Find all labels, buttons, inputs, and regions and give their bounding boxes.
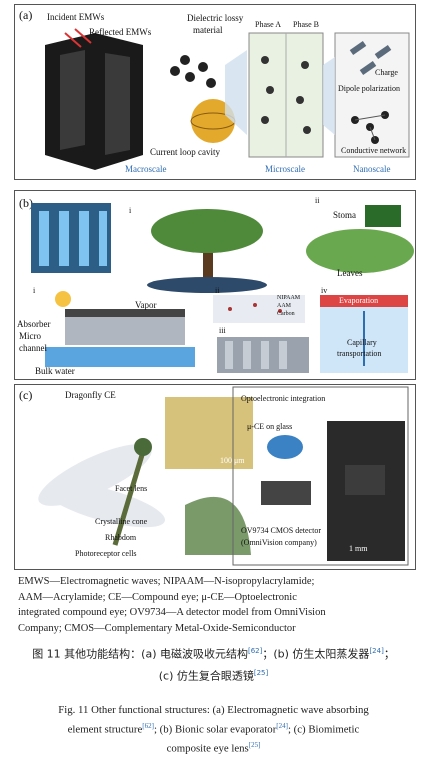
current-loop-label: Current loop cavity xyxy=(150,147,220,157)
macroscale-label: Macroscale xyxy=(125,164,167,174)
ref-62-zh: [62] xyxy=(248,647,263,655)
carbon-label: Carbon xyxy=(277,311,295,317)
charge-label: Charge xyxy=(375,68,398,77)
dragonfly-label: Dragonfly CE xyxy=(65,390,116,400)
incident-emws-label: Incident EMWs xyxy=(47,12,105,22)
caption-en-line1: Fig. 11 Other functional structures: (a)… xyxy=(58,704,369,716)
vapor-label: Vapor xyxy=(135,300,157,310)
nipaam-label: NIPAAM xyxy=(277,295,301,301)
facet-closeup xyxy=(165,397,253,469)
scale-1mm-label: 1 mm xyxy=(349,544,368,553)
panel-b-tag: (b) xyxy=(19,196,33,210)
caption-zh-line1: 图 11 其他功能结构：(a) 电磁波吸收元结构 xyxy=(32,647,248,661)
abbr-line: integrated compound eye; OV9734—A detect… xyxy=(18,607,326,619)
channel-label: channel xyxy=(19,343,47,353)
reflected-emws-label: Reflected EMWs xyxy=(89,27,152,37)
photoreceptor-label: Photoreceptor cells xyxy=(75,549,137,558)
panel-c-tag: (c) xyxy=(19,388,33,402)
caption-zh-line2: (c) 仿生复合眼透镜 xyxy=(158,669,254,683)
material-label: material xyxy=(193,25,223,35)
abbr-line: Company; CMOS—Complementary Metal-Oxide-… xyxy=(18,622,296,634)
b-num-ii-top: ii xyxy=(315,196,320,205)
caption-en: Fig. 11 Other functional structures: (a)… xyxy=(6,703,421,757)
leaves-label: Leaves xyxy=(337,268,363,278)
dipole-label: Dipole polarization xyxy=(338,84,400,93)
abbr-line: AAM—Acrylamide; CE—Compound eye; μ-CE—Op… xyxy=(18,591,297,603)
b-num-ii: ii xyxy=(215,286,220,295)
panel-a-tag: (a) xyxy=(19,8,33,22)
phase-a-label: Phase A xyxy=(255,20,281,29)
capillary-label: Capillary xyxy=(347,338,377,347)
opto-label: Optoelectronic integration xyxy=(241,394,326,403)
panel-b: (b) i ii Stoma Leaves i Vapor Absorber M… xyxy=(14,190,416,380)
evaporation-label: Evaporation xyxy=(339,296,379,305)
abbr-line: EMWS—Electromagnetic waves; NIPAAM—N-iso… xyxy=(18,576,315,587)
ref-25-en: [25] xyxy=(248,740,261,749)
micro-label: Micro xyxy=(19,331,41,341)
panel-c-illustration xyxy=(38,386,409,566)
aam-label: AAM xyxy=(277,303,292,309)
b-num-iv: iv xyxy=(321,286,328,295)
conductive-label: Conductive network xyxy=(341,146,407,155)
nanoscale-box xyxy=(334,32,410,158)
caption-zh: 图 11 其他功能结构：(a) 电磁波吸收元结构[62]；(b) 仿生太阳蒸发器… xyxy=(32,647,395,683)
ref-25-zh: [25] xyxy=(253,668,269,677)
b-num-i-top: i xyxy=(129,206,132,215)
ref-24-zh: [24] xyxy=(369,647,384,655)
panel-b-illustration xyxy=(31,203,414,373)
microscale-label: Microscale xyxy=(265,164,305,174)
uce-label: μ-CE on glass xyxy=(247,422,293,431)
dielectric-label: Dielectric lossy xyxy=(187,13,244,23)
panel-c: (c) Dragonfly CE 100 μm Facet lens Cryst… xyxy=(14,384,416,570)
scale-100um-label: 100 μm xyxy=(220,456,245,465)
phase-b-label: Phase B xyxy=(293,20,319,29)
ov9734-label: OV9734 CMOS detector xyxy=(241,526,321,535)
abbreviations: EMWS—Electromagnetic waves; NIPAAM—N-iso… xyxy=(18,574,413,636)
b-num-iii: iii xyxy=(219,326,226,335)
b-num-i: i xyxy=(33,286,36,295)
ref-24-en: [24] xyxy=(276,721,288,730)
panel-a: (a) Incident EMWs Reflected EMWs xyxy=(14,4,416,180)
facet-lens-label: Facet lens xyxy=(115,484,148,493)
absorber-label: Absorber xyxy=(17,319,51,329)
transportation-label: transportation xyxy=(337,349,382,358)
panel-a-illustration xyxy=(45,28,410,170)
rhabdom-label: Rhabdom xyxy=(105,533,137,542)
nanoscale-label: Nanoscale xyxy=(353,164,391,174)
crystalline-label: Crystalline cone xyxy=(95,517,148,526)
omni-label: (OmniVision company) xyxy=(241,538,317,547)
ref-62-en: [62] xyxy=(142,721,154,730)
bulk-water-label: Bulk water xyxy=(35,366,75,376)
current-loop-ball xyxy=(191,99,235,143)
stoma-label: Stoma xyxy=(333,210,357,220)
caption-zh-mid: ；(b) 仿生太阳蒸发器 xyxy=(262,647,370,661)
